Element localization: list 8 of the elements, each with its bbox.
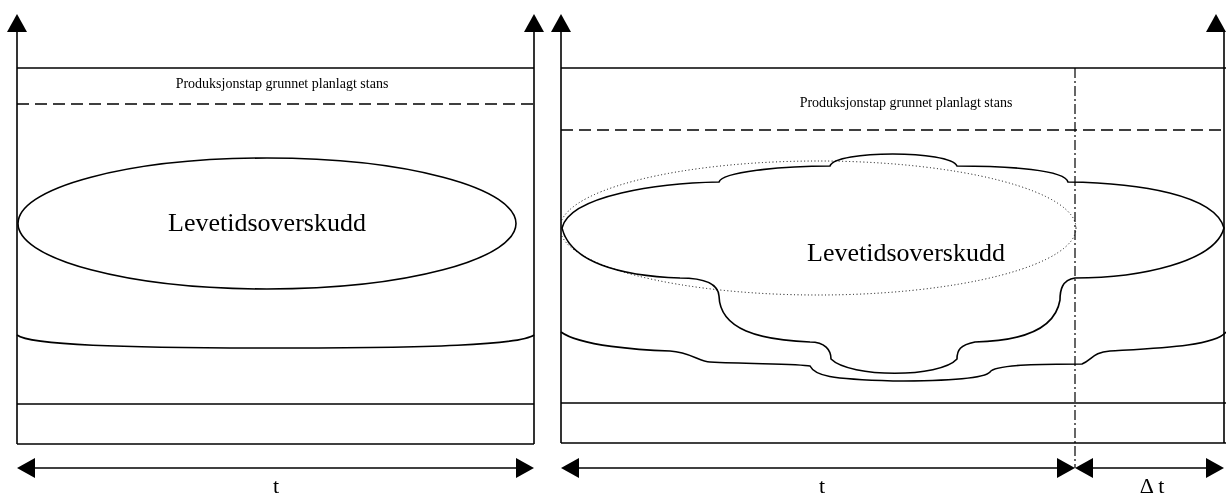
duration-label: t: [272, 475, 280, 497]
ellipse-node: [17, 157, 517, 290]
duration-label: t: [818, 475, 826, 497]
node-label: Levetidsoverskudd: [807, 240, 1005, 266]
node-label: Levetidsoverskudd: [168, 210, 366, 236]
band-label: Produksjonstap grunnet planlagt stans: [799, 96, 1013, 110]
duration-label: Δ t: [1139, 475, 1165, 497]
band-label: Produksjonstap grunnet planlagt stans: [175, 77, 389, 91]
